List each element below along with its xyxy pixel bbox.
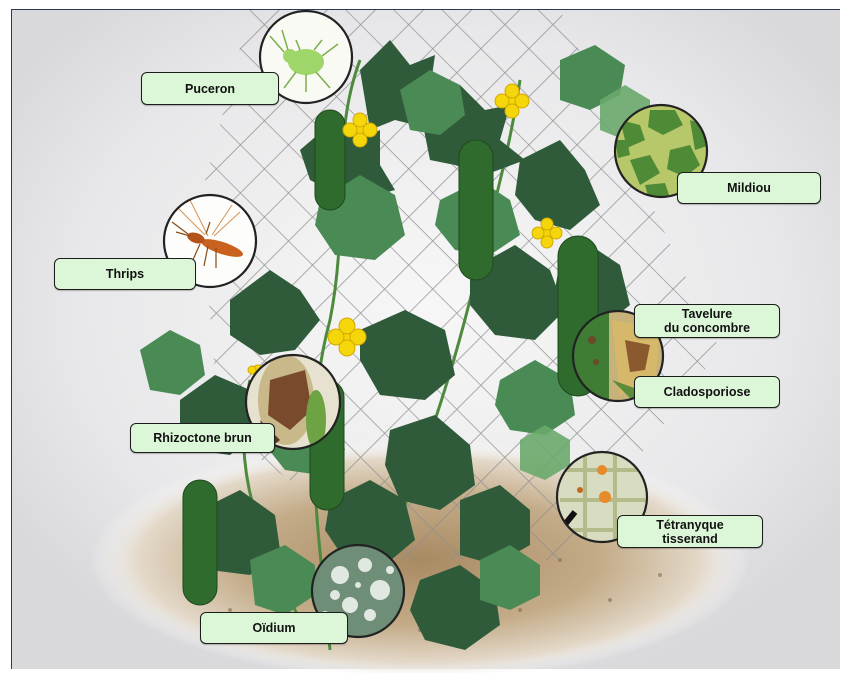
label-thrips: Thrips <box>54 258 196 290</box>
label-oidium: Oïdium <box>200 612 348 644</box>
label-puceron-text: Puceron <box>185 82 235 96</box>
label-tavelure-line1: Tavelure <box>682 307 733 321</box>
label-thrips-text: Thrips <box>106 267 144 281</box>
label-tetranyque: Tétranyque tisserand <box>617 515 763 548</box>
frame-border <box>11 9 840 669</box>
label-mildiou-text: Mildiou <box>727 181 771 195</box>
label-cladosporiose: Cladosporiose <box>634 376 780 408</box>
label-rhizoctone-text: Rhizoctone brun <box>153 431 252 445</box>
label-oidium-text: Oïdium <box>252 621 295 635</box>
label-cladosporiose-text: Cladosporiose <box>664 385 751 399</box>
label-tetranyque-line1: Tétranyque <box>656 518 723 532</box>
label-tavelure-line2: du concombre <box>664 321 750 335</box>
label-rhizoctone: Rhizoctone brun <box>130 423 275 453</box>
label-puceron: Puceron <box>141 72 279 105</box>
label-mildiou: Mildiou <box>677 172 821 204</box>
label-tetranyque-line2: tisserand <box>662 532 718 546</box>
label-tavelure: Tavelure du concombre <box>634 304 780 338</box>
